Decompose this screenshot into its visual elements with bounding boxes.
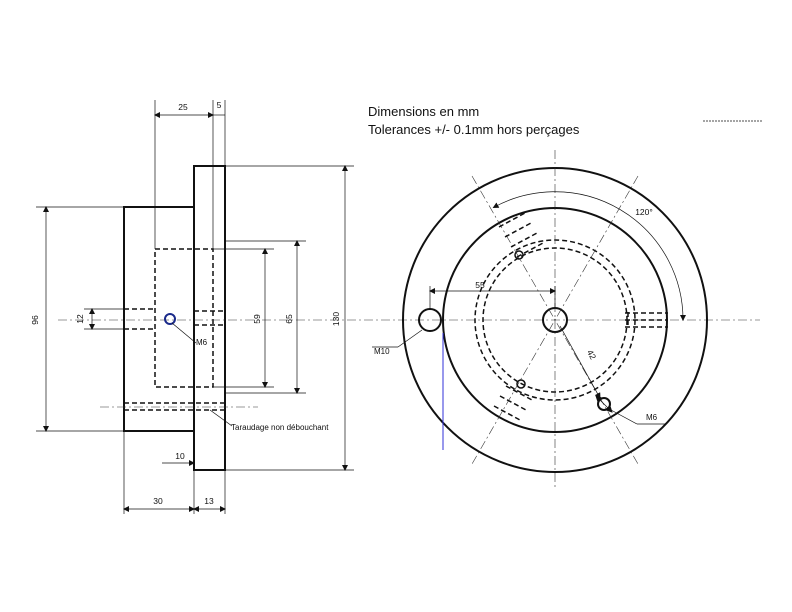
dim-angle-120: 120°	[635, 207, 653, 217]
m10-label: M10	[374, 347, 390, 356]
note-dimensions: Dimensions en mm	[368, 104, 480, 119]
dim-10: 10	[175, 451, 185, 461]
side-m6-leader	[171, 322, 197, 344]
dim-42: 42	[585, 348, 598, 361]
front-view: M6 55 42 120° M10	[372, 120, 763, 490]
dim-12: 12	[75, 314, 85, 324]
note-tolerances: Tolerances +/- 0.1mm hors perçages	[368, 122, 580, 137]
front-m6-label: M6	[646, 413, 658, 422]
m10-leader	[397, 329, 423, 348]
dim-65: 65	[284, 314, 294, 324]
hub-body	[123, 206, 195, 432]
dim-5: 5	[217, 100, 222, 110]
dim-96: 96	[30, 315, 40, 325]
front-m6-leader	[610, 409, 638, 425]
dim-30: 30	[153, 496, 163, 506]
tapped-hole-bottom-left	[493, 379, 533, 421]
dim-25: 25	[178, 102, 188, 112]
angle-arc	[492, 191, 687, 321]
side-dimension-lines	[43, 112, 348, 512]
tapping-leader	[209, 409, 233, 427]
tapping-label: Taraudage non débouchant	[231, 423, 329, 432]
dim-42-line	[559, 325, 601, 399]
flange-body	[193, 165, 226, 471]
dim-55: 55	[475, 280, 485, 290]
side-m6-hole	[164, 313, 176, 325]
dim-13: 13	[204, 496, 214, 506]
side-m6-label: M6	[196, 338, 208, 347]
dim-130: 130	[331, 312, 341, 326]
dim-59: 59	[252, 314, 262, 324]
side-view: 25 5 96 12 59 65 130 10 30 13 M6 Tarauda…	[30, 100, 760, 514]
